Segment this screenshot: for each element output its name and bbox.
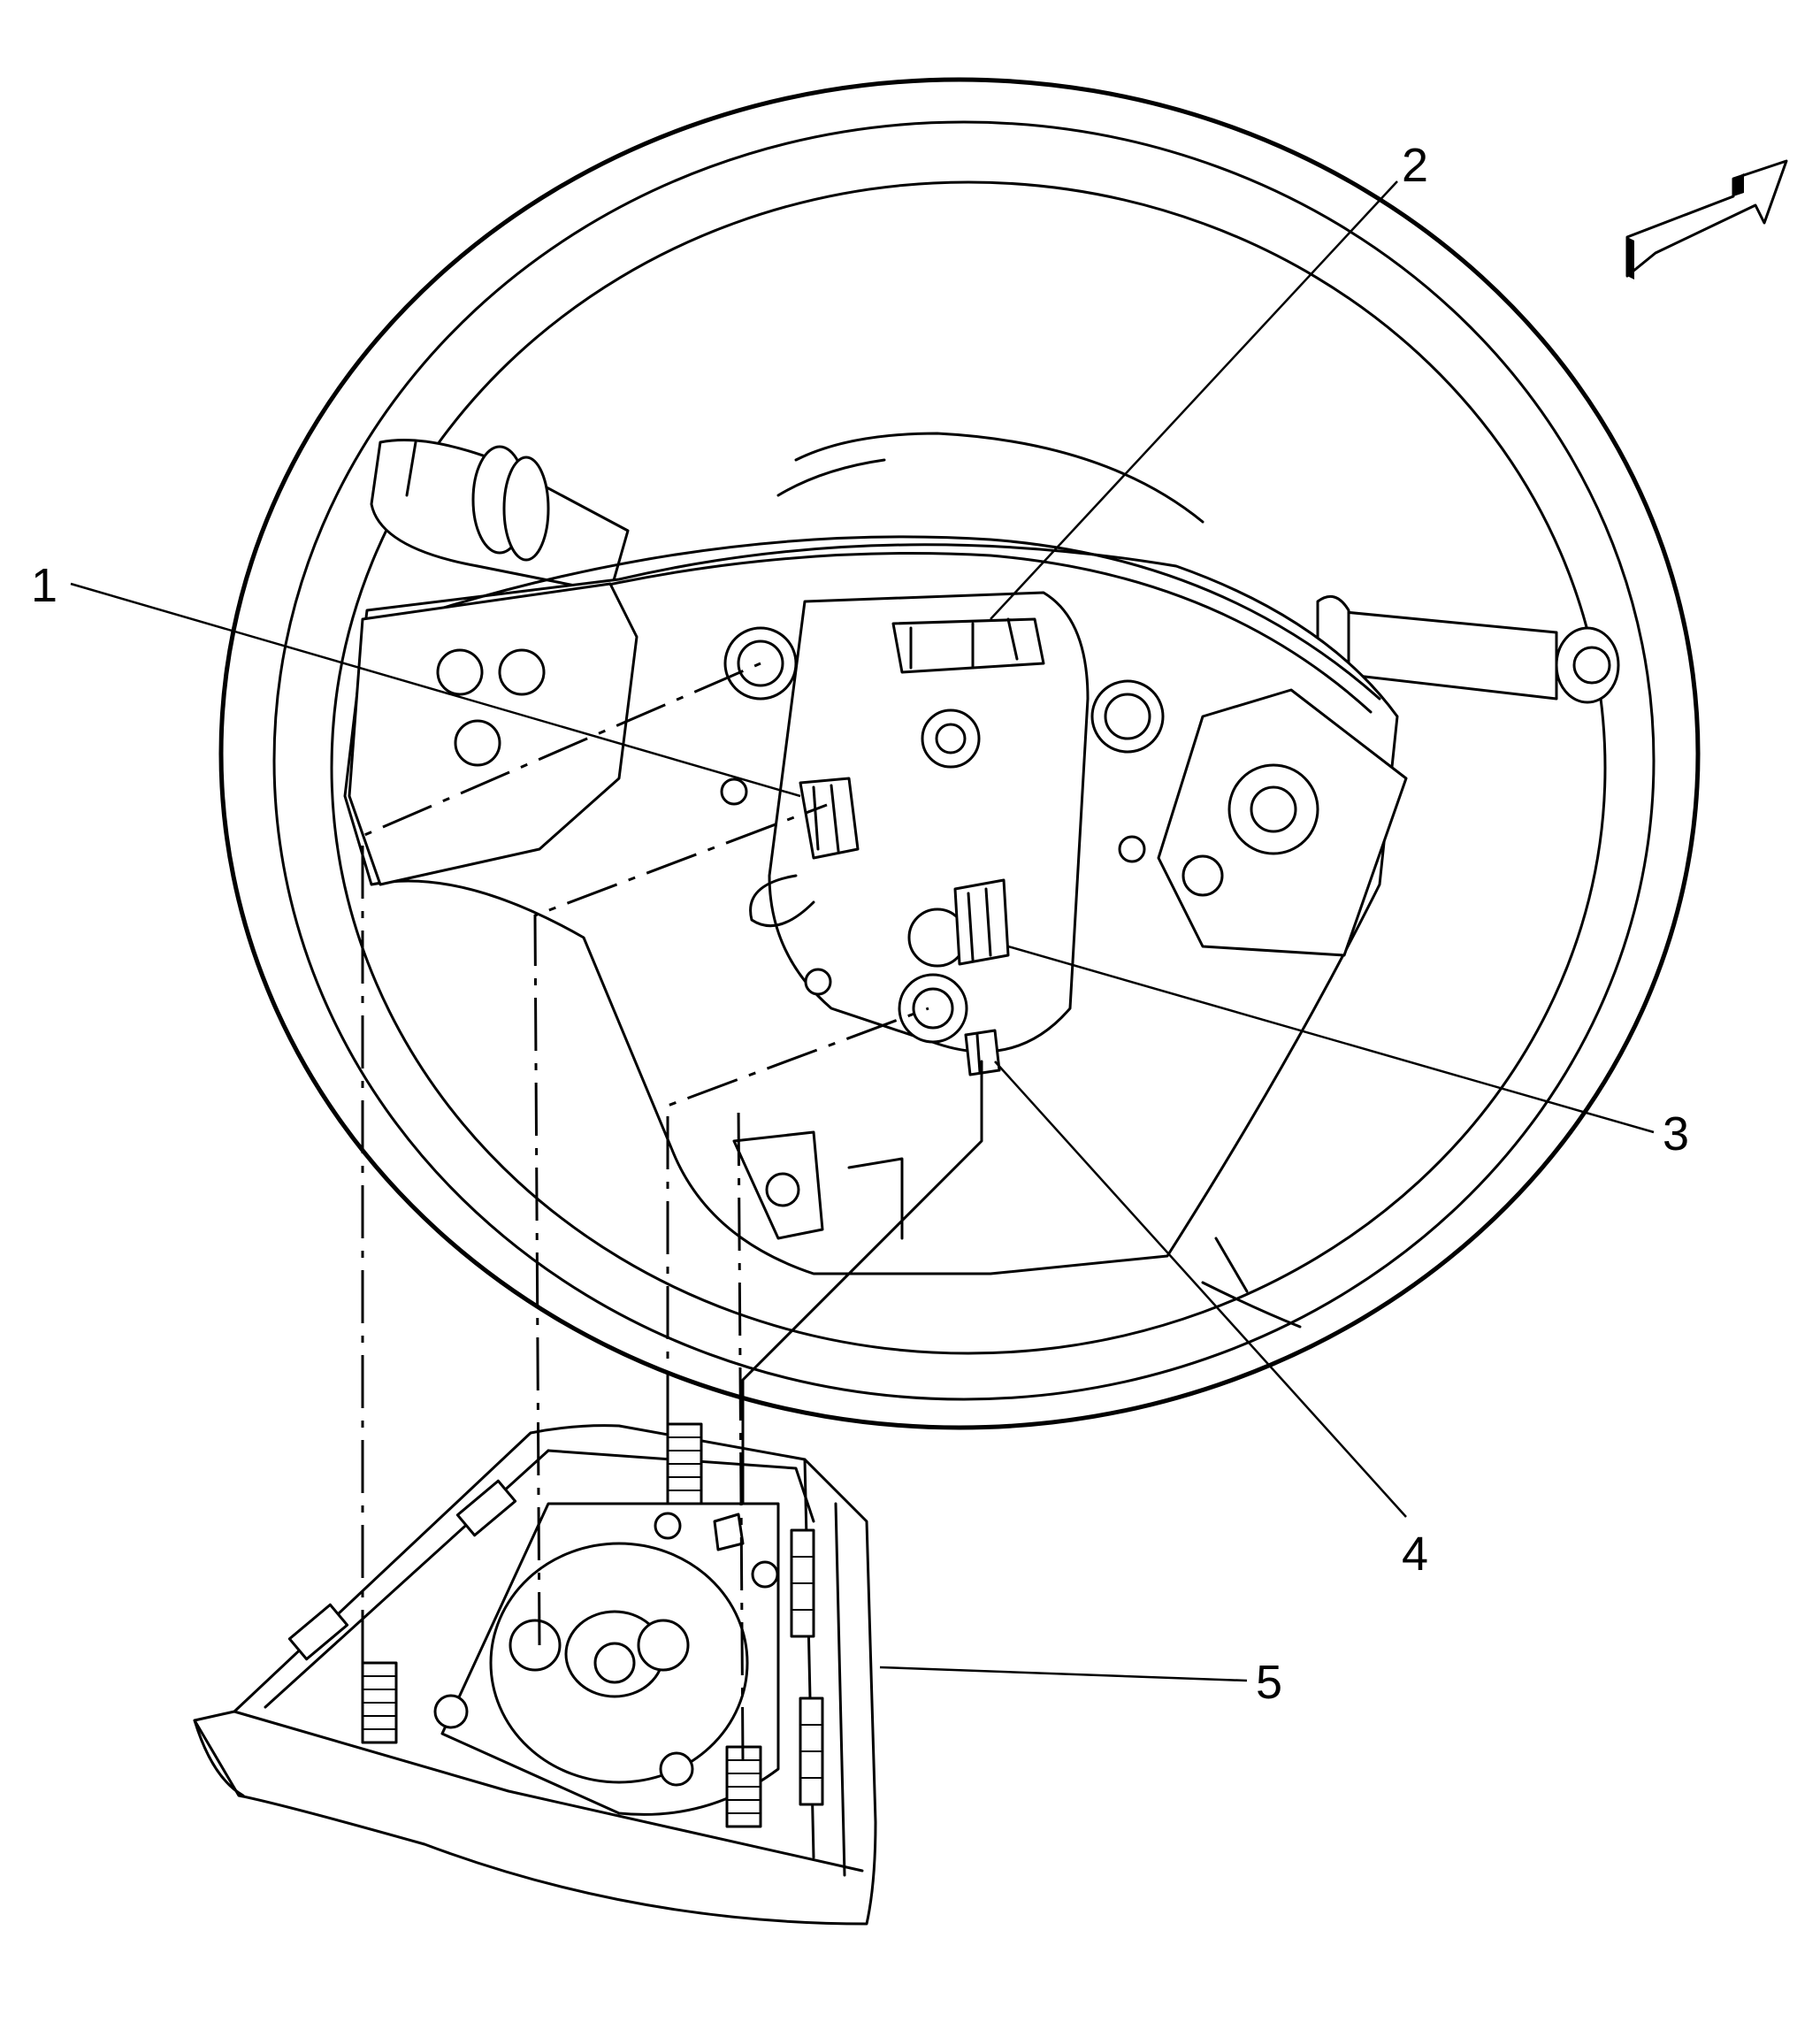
callout-5: 5 — [1256, 1656, 1282, 1709]
callout-3: 3 — [1663, 1107, 1689, 1160]
horn-connector-4 — [964, 1029, 1001, 1076]
module-vents — [287, 1479, 824, 1806]
leader-lines — [70, 180, 1655, 1682]
callout-2: 2 — [1402, 139, 1428, 192]
clockspring-connector — [891, 617, 1045, 674]
callout-1: 1 — [31, 559, 57, 612]
leader-line-3 — [1007, 945, 1655, 1134]
steering-wheel-rim — [218, 77, 1701, 1430]
direction-arrow-icon — [1625, 159, 1788, 280]
turn-signal-stalk — [370, 439, 630, 594]
wiper-stalk — [1316, 594, 1620, 704]
leader-line-4 — [994, 1061, 1407, 1518]
airbag-connector-3 — [953, 878, 1010, 966]
leader-line-5 — [879, 1666, 1248, 1682]
module-pins — [361, 1422, 762, 1828]
leader-line-1 — [70, 582, 801, 798]
inflatable-restraint-module — [193, 1422, 877, 1926]
alignment-centerlines — [361, 662, 983, 1761]
leader-line-2 — [990, 180, 1398, 620]
airbag-connector-1 — [749, 777, 860, 928]
callout-4: 4 — [1402, 1528, 1428, 1581]
steering-wheel-hub — [343, 432, 1408, 1275]
